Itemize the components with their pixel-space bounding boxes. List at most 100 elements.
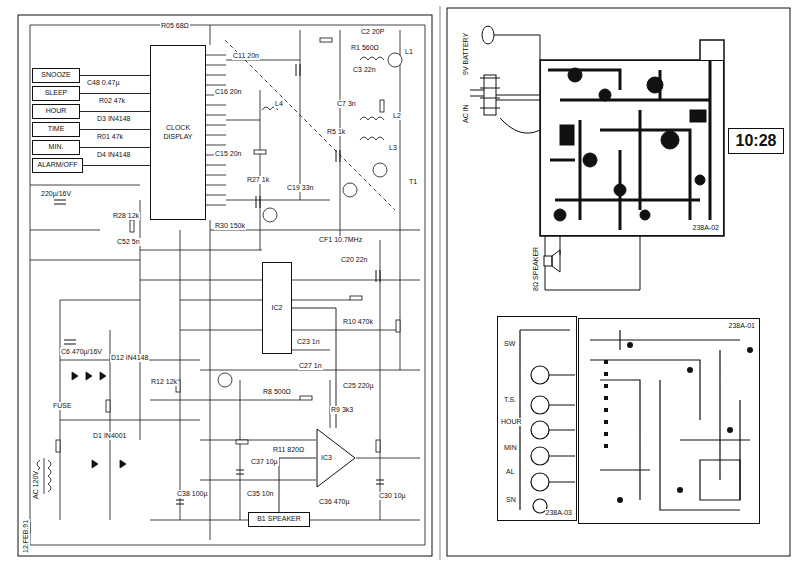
- part-label: D4 IN4148: [96, 151, 131, 159]
- wire-connector: [80, 111, 150, 112]
- part-label: R8 500Ω: [262, 388, 292, 396]
- node-text: 238A-03: [545, 509, 573, 517]
- node-text: 10:28: [735, 132, 778, 150]
- diode-symbol: [72, 372, 126, 468]
- node-text: DISPLAY: [162, 133, 193, 141]
- wire: [225, 40, 395, 210]
- part-label: C6 470µ/16V: [60, 348, 103, 356]
- transistor-symbol: [373, 163, 387, 177]
- part-label: L2: [392, 112, 402, 120]
- key-switch: ALARM/OFF: [32, 158, 83, 173]
- part-label: C27 1n: [298, 362, 323, 370]
- part-label: R05 68Ω: [160, 22, 190, 30]
- pcb-trace: [531, 473, 549, 491]
- pcb-trace: [614, 184, 626, 196]
- transistor-symbol: [218, 373, 232, 387]
- node-text: B1 SPEAKER: [256, 515, 302, 523]
- pcb-trace: [640, 210, 650, 220]
- part-label: C25 220µ: [342, 382, 375, 390]
- wire: [206, 55, 226, 205]
- pcb-trace: [520, 330, 575, 510]
- wire: [30, 185, 140, 300]
- part-label: CF1 10.7MHz: [318, 236, 363, 244]
- resistor-symbol: [300, 396, 312, 400]
- part-label: C35 10n: [246, 490, 274, 498]
- pcb-pad: [604, 432, 608, 436]
- pcb-trace: [700, 460, 740, 500]
- part-label: D1 IN4001: [92, 432, 127, 440]
- pcb-pad: [604, 360, 608, 364]
- part-label: C37 10µ: [250, 458, 279, 466]
- pcb-trace: [590, 330, 750, 510]
- part-label: R02 47k: [98, 97, 126, 105]
- part-label: T.S.: [503, 396, 517, 404]
- transformer-symbol: [494, 35, 540, 60]
- part-label: C2 20P: [360, 28, 385, 36]
- resistor-symbol: [56, 38, 400, 452]
- capacitor-symbol: [54, 200, 384, 504]
- part-label: 12.FEB.91: [22, 519, 30, 554]
- part-label: C3 22n: [352, 66, 377, 74]
- speaker-symbol: [544, 256, 552, 266]
- transistor-symbol: [388, 53, 402, 67]
- pcb-trace: [540, 40, 724, 236]
- part-label: AC 120V: [32, 470, 40, 500]
- pcb-trace: [548, 60, 710, 230]
- frame: [18, 6, 790, 560]
- part-label: SN: [505, 496, 517, 504]
- part-label: R12 12k: [150, 378, 178, 386]
- part-label: R30 150k: [214, 222, 246, 230]
- part-label: C11 20n: [232, 52, 260, 60]
- part-label: D12 IN4148: [110, 354, 149, 362]
- pcb-pad: [604, 372, 608, 376]
- key-switch: SNOOZE: [32, 68, 80, 83]
- wire-connector: [80, 147, 150, 148]
- part-label: 8Ω SPEAKER: [532, 246, 540, 292]
- part-label: T1: [408, 178, 418, 186]
- pcb-pad: [687, 367, 693, 373]
- pcb-trace: [560, 125, 574, 145]
- wire-connector: [279, 458, 316, 512]
- node-text: ALARM/OFF: [36, 161, 78, 169]
- transformer-symbol: [482, 26, 494, 44]
- ic-chip: IC2: [262, 262, 292, 354]
- transformer-symbol: [470, 26, 540, 133]
- part-label: R28 12k: [112, 212, 140, 220]
- frame: [440, 6, 441, 560]
- part-label: R01 47k: [96, 133, 124, 141]
- part-label: C52 5n: [116, 238, 141, 246]
- node-text: HOUR: [45, 107, 68, 115]
- coil-symbol: [360, 57, 384, 60]
- diode-symbol: [72, 372, 126, 468]
- wire: [30, 25, 425, 545]
- pcb-trace: [540, 40, 724, 236]
- pcb-trace: [554, 209, 566, 221]
- part-label: R1 560Ω: [350, 44, 380, 52]
- pcb-trace: [531, 396, 549, 414]
- part-label: AL: [505, 468, 516, 476]
- node-text: 238A-02: [692, 224, 720, 232]
- resistor-symbol: [350, 296, 362, 300]
- wire-connector: [83, 165, 150, 166]
- wire-connector: [80, 75, 150, 76]
- pcb-trace: [520, 330, 750, 513]
- pcb-pad: [604, 444, 608, 448]
- pcb-pad: [604, 384, 608, 388]
- pcb-trace: [531, 421, 549, 439]
- pcb-pad: [604, 396, 608, 400]
- part-label: D3 IN4148: [96, 115, 131, 123]
- pcb-trace: [531, 366, 549, 384]
- part-label: L1: [404, 48, 414, 56]
- node-text: SNOOZE: [40, 71, 72, 79]
- speaker-symbol: [545, 236, 640, 290]
- frame: [447, 8, 790, 556]
- node-text: TIME: [47, 125, 66, 133]
- capacitor-symbol: [54, 64, 384, 504]
- node-text: IC2: [271, 304, 284, 312]
- node-text: MIN.: [48, 143, 65, 151]
- key-switch: TIME: [32, 122, 80, 137]
- key-switch: MIN.: [32, 140, 80, 155]
- resistor-symbol: [130, 220, 134, 232]
- capacitor-symbol: [256, 64, 380, 282]
